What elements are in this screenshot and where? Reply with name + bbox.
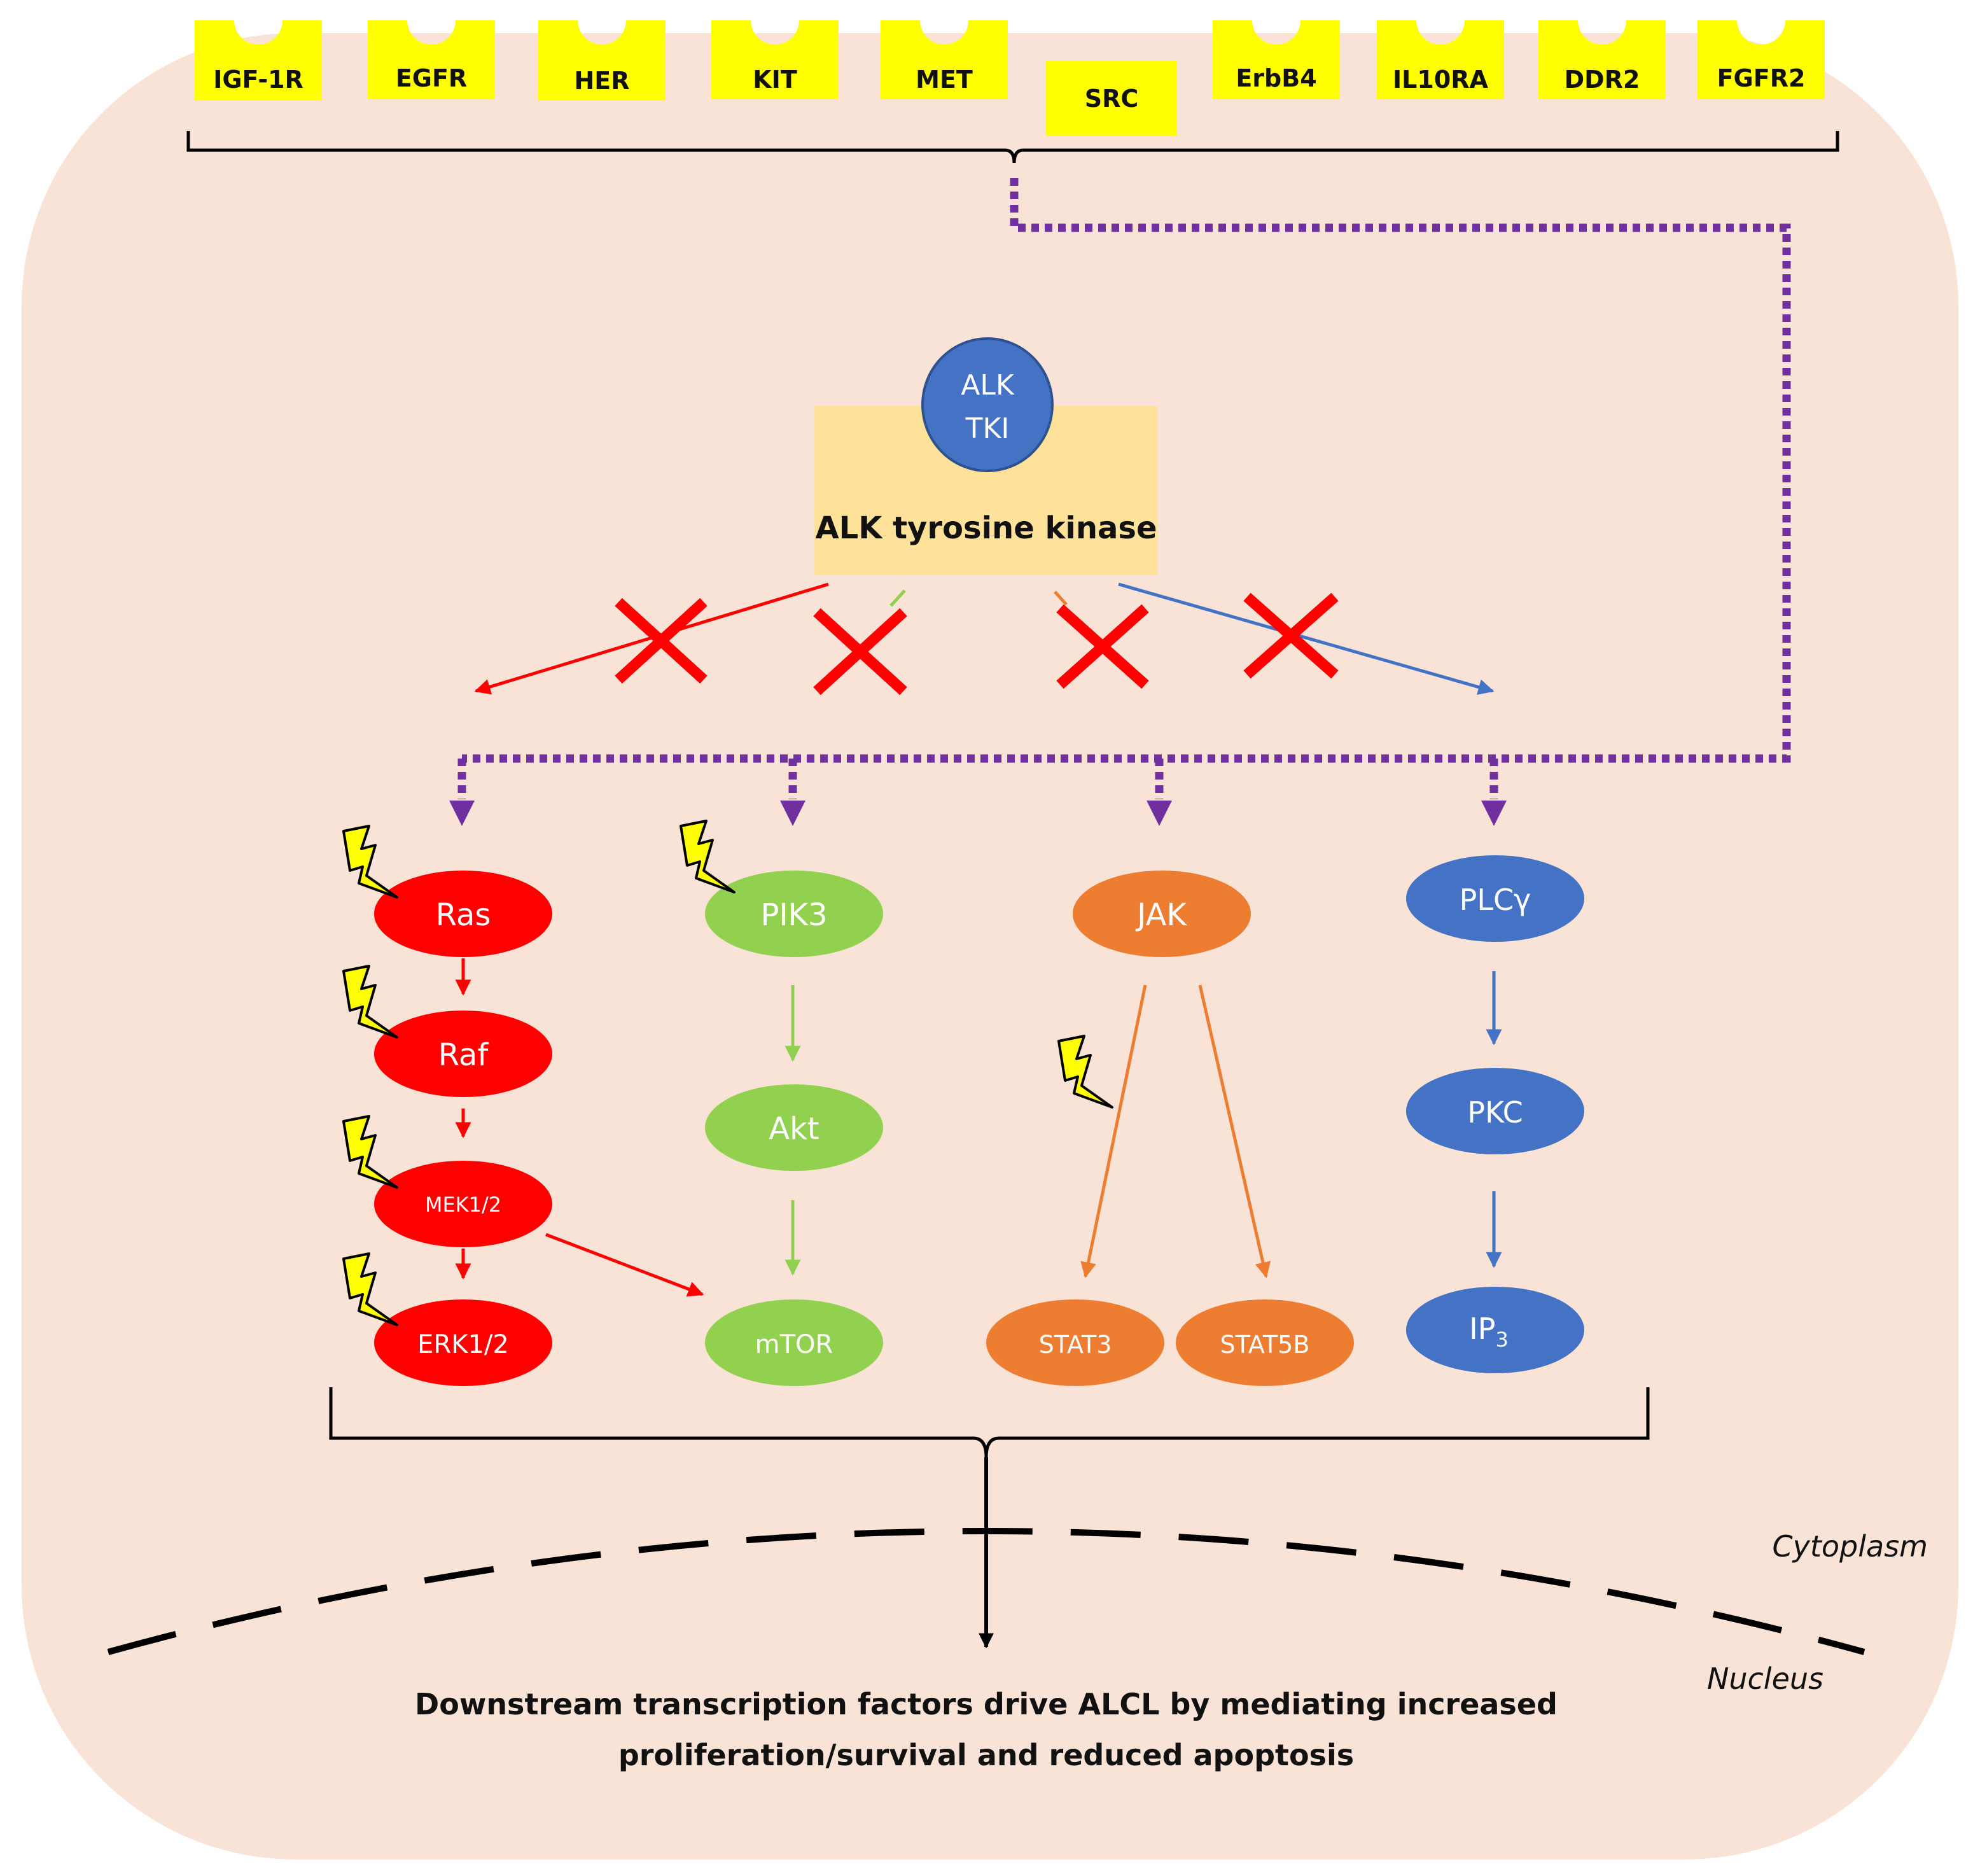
receptor-label: DDR2: [1565, 66, 1640, 94]
receptor-notch-icon: [881, 20, 1008, 99]
receptor-label: ErbB4: [1236, 64, 1316, 92]
red-x-icon: [1056, 604, 1149, 689]
jak-to-stat3-arrow: [1080, 984, 1147, 1278]
receptor-label: IL10RA: [1393, 66, 1488, 94]
receptor-label: EGFR: [396, 64, 467, 92]
node-stat5b: STAT5B: [1176, 1299, 1354, 1386]
receptor-brace: [186, 131, 1839, 164]
jak-to-stat5b-arrow: [1198, 984, 1271, 1278]
receptor-notch-icon: [538, 20, 666, 101]
receptor-notch-icon: [1698, 20, 1825, 99]
cell-membrane: [22, 33, 1958, 1859]
kinase-label: ALK tyrosine kinase: [815, 510, 1157, 546]
receptor-egfr: EGFR: [368, 20, 495, 99]
node-label: MEK1/2: [425, 1193, 501, 1217]
jak-pathway: JAK STAT3 STAT5B: [986, 871, 1354, 1386]
receptor-kit: KIT: [711, 20, 839, 99]
node-label: PLCγ: [1460, 883, 1531, 917]
tki-label-line2: TKI: [965, 412, 1010, 445]
node-label: STAT5B: [1220, 1331, 1310, 1359]
node-akt: Akt: [705, 1084, 883, 1171]
receptors: IGF-1R EGFR HER KIT MET SRC ErbB4 IL10R: [195, 20, 1825, 136]
plc-pathway: PLCγ PKC IP3: [1406, 855, 1584, 1373]
receptor-ddr2: DDR2: [1538, 20, 1666, 99]
bypass-arrow-ras: [449, 801, 475, 826]
node-erk: ERK1/2: [374, 1299, 552, 1386]
node-plcg: PLCγ: [1406, 855, 1584, 942]
node-pkc: PKC: [1406, 1068, 1584, 1154]
receptor-notch-icon: [711, 20, 839, 99]
pi3k-pathway: PIK3 Akt mTOR: [705, 871, 883, 1386]
mek-to-mtor-arrow: [545, 1233, 704, 1297]
receptor-label: FGFR2: [1717, 64, 1806, 92]
receptor-label: MET: [916, 66, 973, 94]
receptor-her: HER: [538, 20, 666, 101]
node-label: Ras: [436, 897, 491, 933]
receptor-label: HER: [574, 67, 629, 95]
conclusion-line1: Downstream transcription factors drive A…: [415, 1687, 1558, 1721]
node-label: mTOR: [755, 1330, 833, 1359]
receptor-notch-icon: [1213, 20, 1340, 99]
receptor-fgfr2: FGFR2: [1698, 20, 1825, 99]
node-raf: Raf: [374, 1011, 552, 1097]
alk-tki: ALK TKI: [921, 337, 1054, 472]
tki-circle: [921, 337, 1054, 472]
red-x-icon: [615, 598, 708, 684]
receptor-label: IGF-1R: [213, 66, 303, 94]
node-label: ERK1/2: [417, 1330, 509, 1359]
receptor-il10ra: IL10RA: [1377, 20, 1504, 99]
receptor-label: KIT: [753, 66, 797, 94]
nuclear-envelope: [107, 1528, 1865, 1655]
node-ras: Ras: [374, 871, 552, 957]
bypass-arrow-jak: [1147, 801, 1172, 826]
receptor-notch-icon: [1377, 20, 1504, 99]
receptor-notch-icon: [368, 20, 495, 99]
receptor-label: SRC: [1085, 85, 1139, 113]
bypass-arrowheads: [449, 801, 1507, 826]
alk-arrow-pi3k: [889, 589, 906, 607]
node-label: STAT3: [1039, 1331, 1112, 1359]
receptor-notch-icon: [195, 20, 322, 101]
node-mtor: mTOR: [705, 1299, 883, 1386]
receptor-erbb4: ErbB4: [1213, 20, 1340, 99]
node-label: Akt: [769, 1111, 819, 1147]
red-x-icon: [813, 608, 907, 696]
node-label: PKC: [1467, 1095, 1523, 1130]
nucleus-label: Nucleus: [1707, 1662, 1823, 1696]
receptor-notch-icon: [1538, 20, 1666, 99]
node-stat3: STAT3: [986, 1299, 1164, 1386]
node-label: JAK: [1135, 897, 1187, 933]
ip3-base: IP: [1469, 1312, 1495, 1346]
bypass-arrow-plc: [1481, 801, 1507, 826]
node-pik3: PIK3: [705, 871, 883, 957]
node-label: IP3: [1469, 1312, 1509, 1352]
conclusion-line2: proliferation/survival and reduced apopt…: [618, 1738, 1354, 1772]
node-mek: MEK1/2: [374, 1161, 552, 1247]
tki-label-line1: ALK: [961, 369, 1015, 402]
receptor-igf1r: IGF-1R: [195, 20, 322, 101]
bypass-arrow-pi3k: [780, 801, 805, 826]
node-label: Raf: [438, 1037, 489, 1073]
ip3-subscript: 3: [1495, 1327, 1508, 1352]
ras-pathway: Ras Raf MEK1/2 ERK1/2: [374, 871, 704, 1386]
red-x-icon: [1243, 592, 1339, 679]
node-jak: JAK: [1073, 871, 1251, 957]
receptor-met: MET: [881, 20, 1008, 99]
node-label: PIK3: [760, 897, 827, 933]
receptor-src: SRC: [1046, 61, 1177, 136]
node-ip3: IP3: [1406, 1287, 1584, 1373]
bypass-signaling: [457, 178, 1791, 799]
cytoplasm-label: Cytoplasm: [1773, 1529, 1928, 1564]
inhibition-marks: [615, 592, 1339, 696]
alk-arrow-plc: [1118, 582, 1495, 695]
bypass-trunk: [462, 178, 1791, 763]
alk-arrow-jak: [1054, 591, 1068, 606]
